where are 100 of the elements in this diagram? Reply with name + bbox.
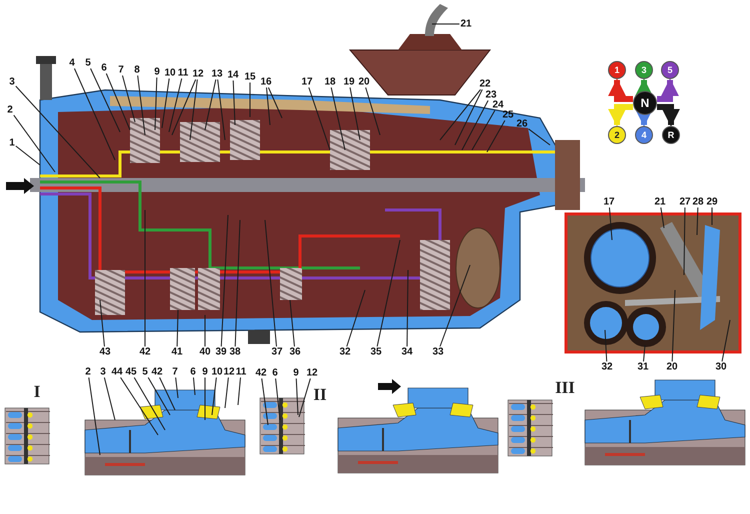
callout-number: 14 bbox=[226, 70, 240, 80]
callout-number: 11 bbox=[176, 68, 190, 78]
callout-number: 21 bbox=[459, 18, 473, 30]
callout-number: 3 bbox=[99, 366, 107, 378]
leader-line bbox=[176, 310, 178, 347]
callout-number: 40 bbox=[198, 346, 212, 358]
leader-line bbox=[268, 87, 282, 118]
callout-number: 30 bbox=[714, 362, 728, 372]
callout-number: 21 bbox=[653, 196, 667, 208]
leader-line bbox=[159, 377, 176, 410]
leader-line bbox=[672, 290, 676, 362]
callout-number: 27 bbox=[678, 196, 692, 208]
leader-line bbox=[162, 78, 170, 128]
leader-line bbox=[190, 79, 198, 140]
callout-number: 22 bbox=[478, 78, 492, 90]
callout-number: 32 bbox=[338, 346, 352, 358]
callout-number: 42 bbox=[150, 366, 164, 378]
callout-number: 29 bbox=[705, 196, 719, 208]
shift-arrow bbox=[608, 104, 633, 127]
shift-arrow bbox=[608, 78, 633, 102]
leader-line bbox=[224, 377, 229, 408]
gear-position-circle: 4 bbox=[635, 126, 653, 144]
callout-number: 3 bbox=[8, 76, 16, 88]
leader-line bbox=[290, 300, 295, 347]
callout-number: 6 bbox=[100, 62, 108, 74]
shift-arrow bbox=[657, 78, 679, 102]
callout-number: 12 bbox=[191, 68, 205, 80]
view-label: I bbox=[34, 382, 40, 402]
callout-number: 41 bbox=[170, 346, 184, 358]
callout-number: 12 bbox=[305, 368, 319, 378]
leader-line bbox=[350, 87, 360, 140]
callout-number: 7 bbox=[171, 366, 179, 378]
gear-position-circle: 5 bbox=[661, 61, 679, 79]
leader-line bbox=[440, 264, 470, 347]
leader-line bbox=[346, 290, 366, 347]
callout-number: 1 bbox=[8, 138, 16, 148]
leader-line bbox=[120, 377, 158, 436]
callout-number: 33 bbox=[431, 346, 445, 358]
leader-line bbox=[264, 220, 277, 347]
view-label: II bbox=[313, 385, 327, 405]
leader-line bbox=[472, 110, 496, 150]
callout-number: 35 bbox=[369, 346, 383, 358]
callout-number: 6 bbox=[189, 366, 197, 378]
leader-line bbox=[204, 79, 216, 130]
callout-number: 32 bbox=[600, 362, 614, 372]
leader-line bbox=[90, 68, 120, 132]
leader-line bbox=[643, 344, 646, 362]
callout-number: 5 bbox=[84, 58, 92, 68]
leader-line bbox=[74, 68, 116, 160]
callout-number: 10 bbox=[210, 366, 224, 378]
callout-number: 42 bbox=[138, 346, 152, 358]
callout-number: 39 bbox=[214, 346, 228, 358]
leader-line bbox=[212, 377, 217, 416]
callout-number: 17 bbox=[300, 76, 314, 88]
callout-number: 2 bbox=[84, 366, 92, 378]
callout-number: 25 bbox=[501, 110, 515, 120]
leader-line bbox=[204, 377, 206, 420]
leader-line bbox=[154, 77, 158, 130]
callout-number: 8 bbox=[133, 64, 141, 76]
leader-line bbox=[106, 73, 130, 130]
callout-number: 19 bbox=[342, 76, 356, 88]
callout-number: 20 bbox=[357, 76, 371, 88]
leader-line bbox=[684, 207, 686, 276]
leader-line bbox=[608, 207, 612, 240]
leader-line bbox=[440, 89, 482, 140]
leader-line bbox=[696, 207, 698, 236]
leader-line bbox=[296, 378, 298, 416]
callout-number: 11 bbox=[234, 366, 248, 378]
leader-line bbox=[144, 210, 146, 347]
callout-number: 18 bbox=[323, 76, 337, 88]
shift-arrow bbox=[657, 104, 680, 127]
leader-line bbox=[217, 79, 226, 140]
callout-number: 20 bbox=[665, 362, 679, 372]
leader-line bbox=[88, 377, 100, 456]
leader-line bbox=[238, 377, 241, 406]
callout-number: 6 bbox=[271, 368, 279, 378]
leader-line bbox=[104, 377, 116, 420]
callout-number: 12 bbox=[222, 366, 236, 378]
callout-number: 4 bbox=[68, 58, 76, 68]
leader-line bbox=[122, 75, 136, 122]
callout-number: 38 bbox=[228, 346, 242, 358]
callout-number: 45 bbox=[124, 366, 138, 378]
leader-line bbox=[100, 300, 105, 347]
callout-number: 16 bbox=[259, 76, 273, 88]
leader-line bbox=[232, 80, 236, 126]
callout-number: 37 bbox=[270, 346, 284, 358]
leader-line bbox=[148, 377, 170, 416]
leader-line bbox=[486, 120, 506, 152]
leader-line bbox=[660, 207, 664, 228]
gear-position-circle: N bbox=[633, 91, 657, 115]
leader-line bbox=[172, 79, 196, 136]
callout-number: 17 bbox=[602, 196, 616, 208]
callout-number: 36 bbox=[288, 346, 302, 358]
leader-line bbox=[220, 214, 228, 347]
leader-line bbox=[15, 86, 100, 178]
leader-line bbox=[528, 128, 550, 146]
leader-line bbox=[137, 75, 146, 136]
callout-number: 5 bbox=[141, 366, 149, 378]
leader-line bbox=[376, 240, 400, 347]
leader-line bbox=[298, 378, 311, 418]
